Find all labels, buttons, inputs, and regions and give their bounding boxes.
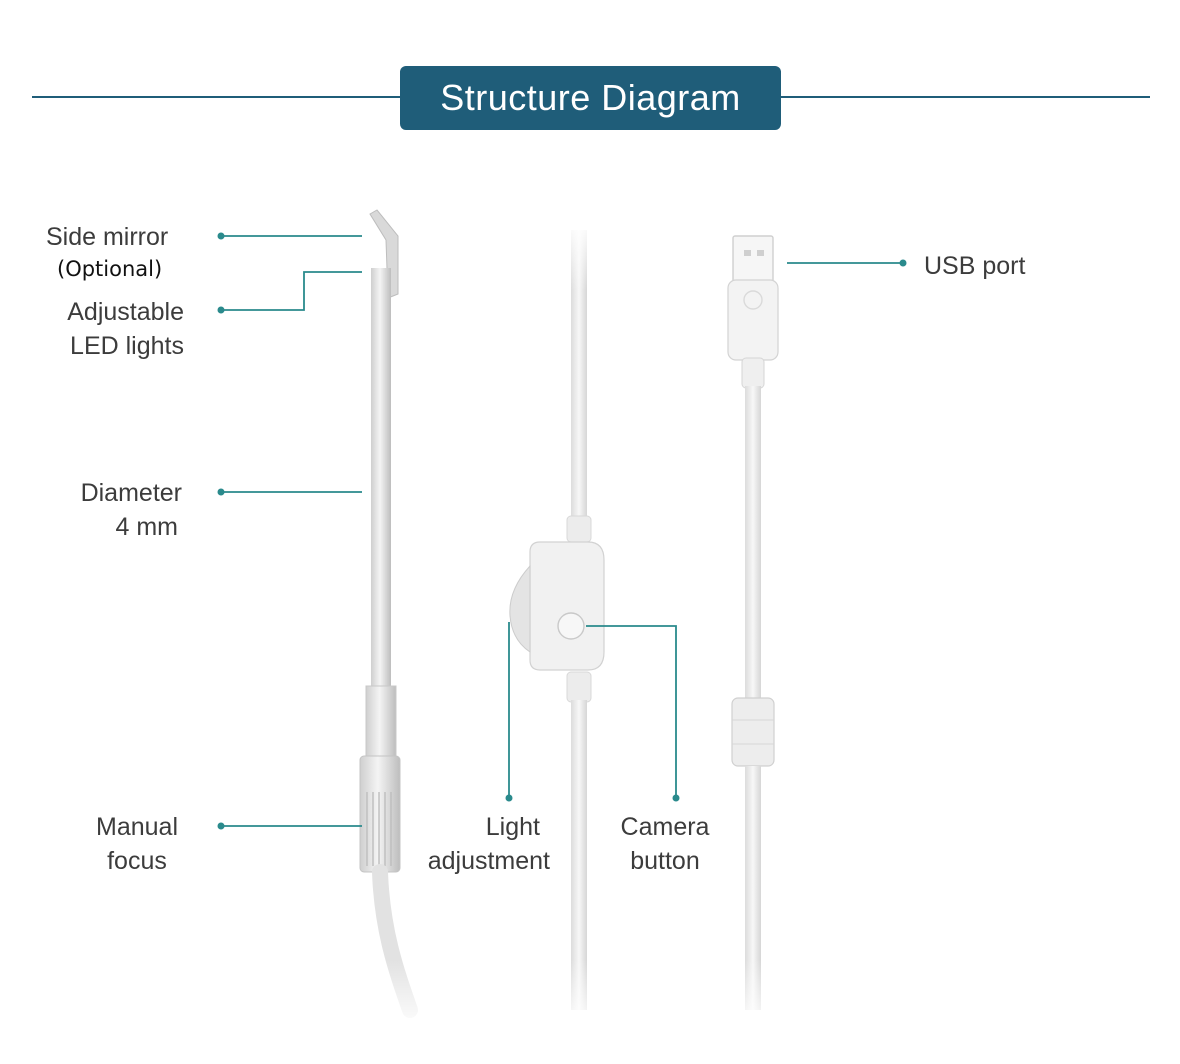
label-light-line1: Light <box>485 813 540 841</box>
label-manual-focus: Manual focus <box>70 810 204 878</box>
label-light-adjustment: Light adjustment <box>380 810 550 878</box>
label-side-mirror: Side mirror <box>46 223 169 251</box>
label-camera-line1: Camera <box>620 813 710 841</box>
label-led-line2: LED lights <box>70 332 184 360</box>
label-diameter-line2: 4 mm <box>115 513 179 541</box>
label-manual-line2: focus <box>107 847 167 875</box>
label-manual-line1: Manual <box>96 813 178 841</box>
label-camera-line2: button <box>630 847 700 875</box>
title-line-right <box>779 96 1150 98</box>
leader-dots <box>217 232 907 830</box>
leader-camera-button <box>586 625 677 798</box>
label-diameter: Diameter 4 mm <box>20 476 182 544</box>
leader-lines <box>221 235 903 827</box>
page-title: Structure Diagram <box>400 66 781 130</box>
label-camera-button: Camera button <box>600 810 730 878</box>
endoscope-probe <box>359 209 440 1030</box>
usb-cable <box>727 235 779 1030</box>
label-led-line1: Adjustable <box>67 298 184 326</box>
label-usb-port: USB port <box>924 252 1026 280</box>
label-diameter-line1: Diameter <box>80 479 182 507</box>
label-optional: (Optional) <box>57 257 163 281</box>
label-light-line2: adjustment <box>427 847 550 875</box>
label-led-lights: Adjustable LED lights <box>20 295 184 363</box>
leader-led-lights <box>221 271 362 311</box>
control-cable <box>509 220 605 1030</box>
title-line-left <box>32 96 402 98</box>
